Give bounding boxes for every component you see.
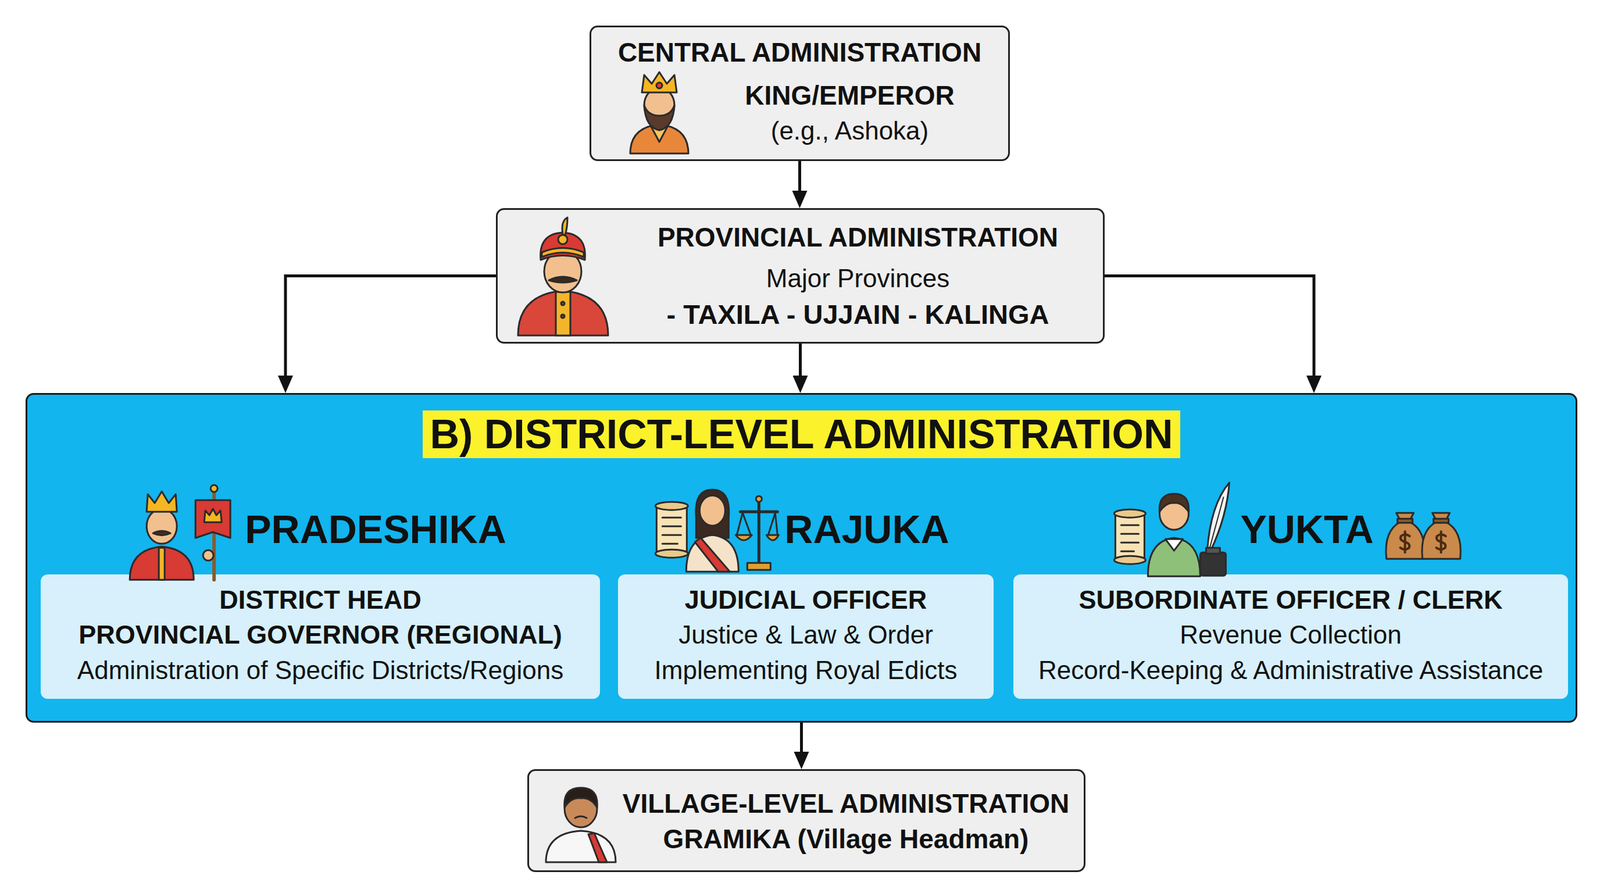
box-text: Major Provinces	[766, 263, 950, 293]
money-bags-icon	[1386, 512, 1461, 559]
text-block: Major Provinces	[612, 263, 1103, 295]
text-block: PROVINCIAL ADMINISTRATION	[612, 221, 1103, 254]
text-block: JUDICIAL OFFICER	[618, 584, 994, 616]
text-block: Record-Keeping & Administrative Assistan…	[1013, 655, 1569, 687]
hierarchy-arrow	[285, 276, 496, 388]
text-block: Justice & Law & Order	[618, 619, 994, 651]
king-icon	[630, 72, 689, 154]
yukta-icon	[1113, 482, 1230, 577]
hierarchy-arrow	[798, 343, 802, 388]
box-text: Revenue Collection	[1179, 620, 1402, 649]
text-block: KING/EMPEROR	[691, 79, 1009, 112]
box-text: SUBORDINATE OFFICER / CLERK	[1078, 584, 1503, 615]
text-block: CENTRAL ADMINISTRATION	[591, 36, 1009, 69]
box-text: DISTRICT HEAD	[219, 584, 422, 615]
governor-icon	[518, 217, 609, 336]
text-block: PROVINCIAL GOVERNOR (REGIONAL)	[40, 619, 600, 651]
box-heading: YUKTA	[1240, 506, 1374, 552]
box-heading: PRADESHIKA	[244, 506, 507, 552]
hierarchy-arrow	[1104, 276, 1314, 388]
box-text: Justice & Law & Order	[678, 620, 934, 649]
text-block: GRAMIKA (Village Headman)	[608, 823, 1084, 856]
officer-box: RAJUKAJUDICIAL OFFICERJustice & Law & Or…	[618, 574, 994, 699]
text-block: SUBORDINATE OFFICER / CLERK	[1013, 584, 1569, 616]
text-block: Administration of Specific Districts/Reg…	[40, 655, 600, 687]
box-heading: RAJUKA	[784, 506, 949, 552]
box-heading: CENTRAL ADMINISTRATION	[618, 37, 982, 68]
text-block: B) DISTRICT-LEVEL ADMINISTRATION	[27, 409, 1576, 459]
text-block: Implementing Royal Edicts	[618, 655, 994, 687]
officer-box: YUKTASUBORDINATE OFFICER / CLERKRevenue …	[1013, 574, 1569, 699]
box-text: (e.g., Ashoka)	[770, 116, 929, 145]
officer-box: PRADESHIKADISTRICT HEADPROVINCIAL GOVERN…	[40, 574, 600, 699]
box-text: - TAXILA - UJJAIN - KALINGA	[666, 298, 1050, 330]
text-block: Revenue Collection	[1013, 619, 1569, 651]
box-text: KING/EMPEROR	[744, 80, 955, 111]
box-text: Implementing Royal Edicts	[654, 655, 958, 685]
box-text: PROVINCIAL GOVERNOR (REGIONAL)	[78, 619, 563, 650]
box-text: GRAMIKA (Village Headman)	[663, 823, 1030, 855]
villager-icon	[545, 787, 616, 863]
box-heading: PROVINCIAL ADMINISTRATION	[657, 222, 1059, 253]
box-text: JUDICIAL OFFICER	[684, 584, 928, 615]
text-block: - TAXILA - UJJAIN - KALINGA	[612, 298, 1103, 331]
box-heading: B) DISTRICT-LEVEL ADMINISTRATION	[422, 410, 1180, 459]
text-block: (e.g., Ashoka)	[691, 115, 1009, 147]
box-text: Administration of Specific Districts/Reg…	[77, 655, 564, 685]
pradeshika-icon	[129, 484, 231, 580]
rajuka-icon	[655, 489, 779, 572]
box-text: Record-Keeping & Administrative Assistan…	[1038, 655, 1544, 685]
hierarchy-arrow	[800, 722, 803, 764]
district-band: B) DISTRICT-LEVEL ADMINISTRATION PRADESHI…	[25, 393, 1578, 723]
hierarchy-arrow	[798, 161, 802, 203]
text-block: DISTRICT HEAD	[40, 584, 600, 616]
box-heading: VILLAGE-LEVEL ADMINISTRATION	[622, 788, 1070, 819]
text-block: VILLAGE-LEVEL ADMINISTRATION	[608, 787, 1084, 820]
